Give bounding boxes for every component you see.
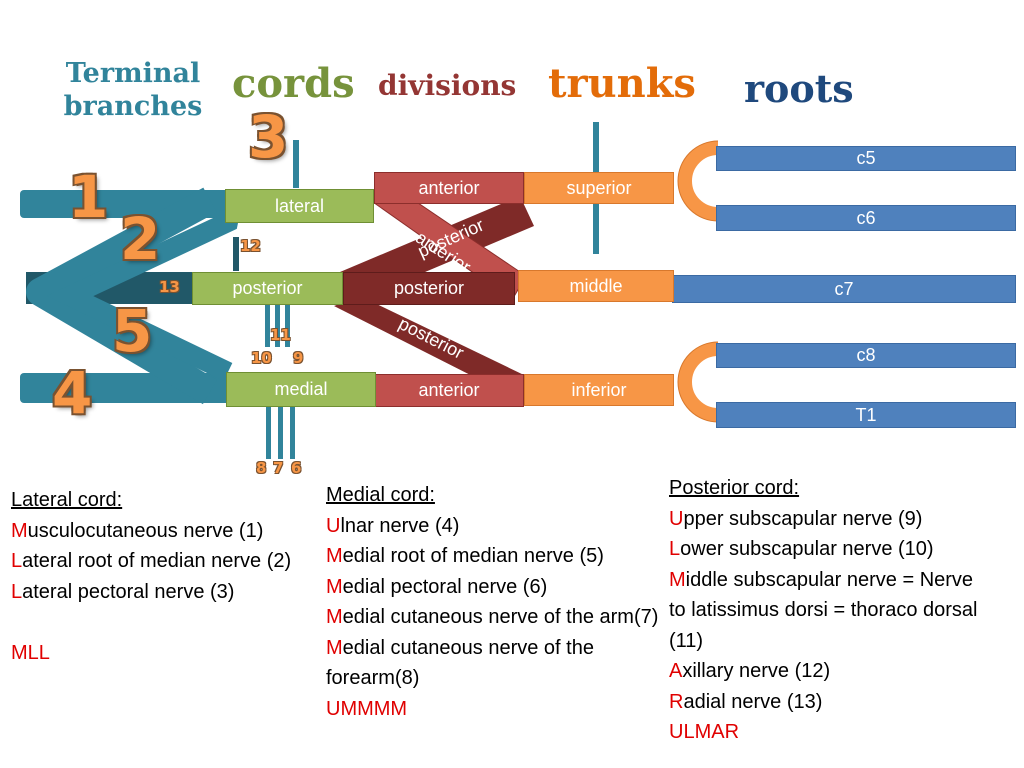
branch-number-1: 1 — [68, 163, 109, 231]
medial-cord-item: Medial cutaneous nerve of the arm(7) — [326, 606, 659, 628]
posterior-cord-item: Radial nerve (13) — [669, 690, 823, 713]
lateral-cord-notes: Lateral cord: Musculocutaneous nerve (1)… — [11, 485, 316, 668]
lateral-cord-item: Lateral pectoral nerve (3) — [11, 580, 235, 603]
medial-cord-item: Medial cutaneous nerve of the forearm(8) — [326, 636, 594, 690]
stick-medial-3 — [290, 407, 295, 459]
stick-lateral-pectoral — [293, 140, 299, 188]
trunk-inferior: inferior — [524, 374, 674, 406]
root-hook-lower — [678, 342, 719, 422]
posterior-cord-item: Lower subscapular nerve (10) — [669, 538, 934, 560]
division-inferior-anterior: anterior — [374, 374, 524, 407]
branch-number-6: 6 — [291, 459, 302, 477]
header-terminal-line1: Terminal — [65, 58, 201, 89]
root-c5: c5 — [716, 146, 1016, 171]
header-cords: cords — [232, 60, 355, 107]
medial-cord-item: Ulnar nerve (4) — [326, 514, 460, 537]
medial-cord-title: Medial cord: — [326, 484, 435, 506]
root-t1: T1 — [716, 402, 1016, 428]
branch-number-9: 9 — [293, 349, 304, 367]
medial-cord-mnemonic: UMMMM — [326, 697, 408, 720]
root-hook-lower-outline — [677, 341, 719, 423]
median-nerve-shape — [26, 187, 218, 405]
branch-number-12: 12 — [240, 237, 261, 255]
branch-number-5: 5 — [112, 297, 153, 365]
cord-posterior: posterior — [192, 272, 343, 305]
branch-number-4: 4 — [52, 359, 93, 427]
medial-cord-item: Medial pectoral nerve (6) — [326, 575, 548, 598]
header-terminal-line2: branches — [63, 91, 203, 122]
header-trunks: trunks — [548, 60, 696, 107]
stick-medial-1 — [266, 407, 271, 459]
branch-number-2: 2 — [120, 205, 161, 273]
header-divisions: divisions — [378, 69, 517, 102]
root-c8: c8 — [716, 343, 1016, 368]
division-superior-anterior: anterior — [374, 172, 524, 204]
branch-number-10: 10 — [251, 349, 272, 367]
stick-medial-2 — [278, 407, 283, 459]
posterior-cord-title: Posterior cord: — [669, 477, 800, 499]
stick-subscapular-3 — [285, 305, 290, 347]
branch-number-11: 11 — [270, 326, 291, 344]
stick-subscapular-1 — [265, 305, 270, 347]
lateral-cord-title: Lateral cord: — [11, 489, 123, 511]
posterior-cord-item: Middle subscapular nerve = Nerve to lati… — [669, 568, 978, 652]
medial-cord-item: Medial root of median nerve (5) — [326, 545, 604, 567]
root-c6: c6 — [716, 205, 1016, 231]
cord-medial: medial — [226, 372, 376, 407]
root-hook-upper-outline — [677, 140, 719, 222]
posterior-cord-item: Upper subscapular nerve (9) — [669, 507, 923, 530]
stick-subscapular-2 — [275, 305, 280, 347]
branch-number-3: 3 — [248, 103, 289, 171]
medial-cord-notes: Medial cord: Ulnar nerve (4) Medial root… — [326, 480, 661, 724]
trunk-middle: middle — [518, 270, 674, 302]
branch-number-7: 7 — [273, 459, 284, 477]
stick-axillary — [233, 237, 239, 271]
lateral-cord-mnemonic: MLL — [11, 641, 50, 664]
header-terminal-branches: Terminal branches — [52, 57, 214, 123]
root-c7: c7 — [672, 275, 1016, 303]
plexus-diagram — [20, 122, 719, 459]
division-middle-posterior: posterior — [343, 272, 515, 305]
branch-number-8: 8 — [256, 459, 267, 477]
division-cross-inferior-posterior — [334, 296, 526, 390]
trunk-superior: superior — [524, 172, 674, 204]
root-hook-upper — [678, 141, 719, 221]
cord-lateral: lateral — [225, 189, 374, 223]
lateral-cord-item: Musculocutaneous nerve (1) — [11, 519, 264, 542]
header-roots: roots — [744, 66, 854, 111]
posterior-cord-mnemonic: ULMAR — [669, 721, 740, 743]
branch-number-13: 13 — [159, 278, 180, 296]
lateral-cord-item: Lateral root of median nerve (2) — [11, 550, 292, 572]
posterior-cord-notes: Posterior cord: Upper subscapular nerve … — [669, 473, 989, 748]
posterior-cord-item: Axillary nerve (12) — [669, 660, 831, 682]
